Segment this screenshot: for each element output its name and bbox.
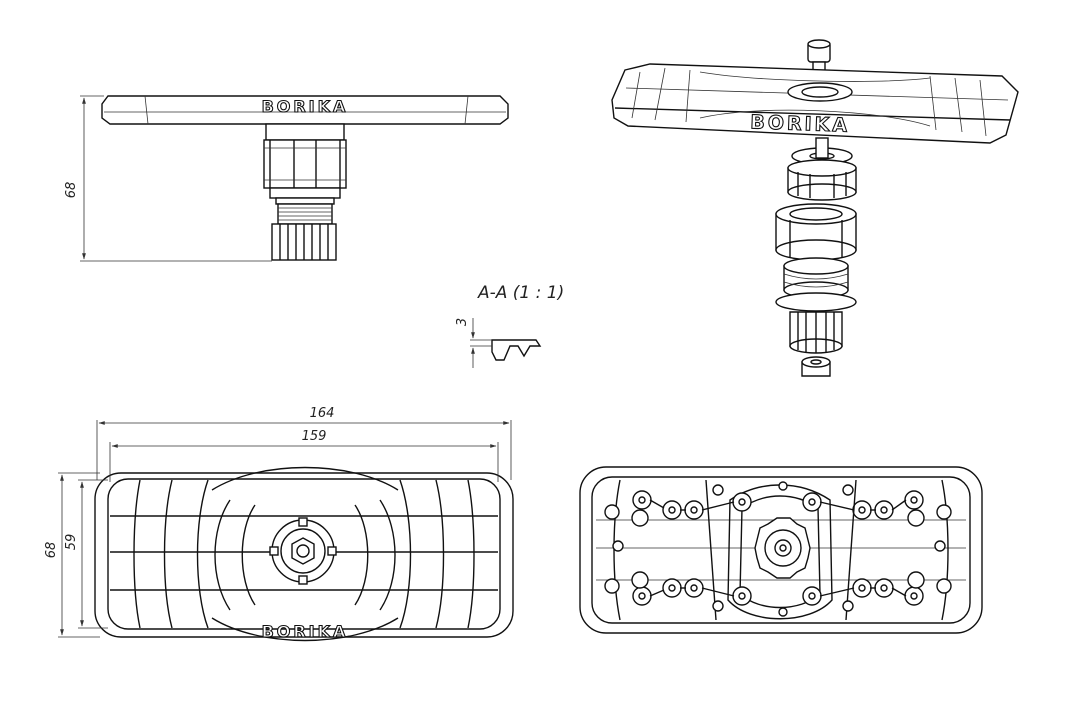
inner-width-dim: 59 bbox=[64, 534, 79, 551]
isometric-exploded-view: BORIKA bbox=[611, 39, 1019, 377]
side-brand-label: BORIKA bbox=[262, 97, 349, 116]
top-brand-label: BORIKA bbox=[262, 622, 349, 641]
top-inner-outline bbox=[107, 478, 501, 630]
section-label: A-A (1 : 1) bbox=[477, 283, 564, 303]
side-nut bbox=[263, 139, 347, 189]
top-hex-nut bbox=[291, 537, 315, 565]
section-thickness-dim: 3 bbox=[455, 318, 470, 326]
side-plate bbox=[101, 95, 509, 125]
top-view: BORIKA 164 159 68 59 bbox=[44, 406, 514, 642]
section-a-a: A-A (1 : 1) 3 bbox=[455, 283, 564, 368]
iso-plate bbox=[611, 63, 1019, 144]
overall-width-dim: 68 bbox=[44, 542, 59, 559]
overall-length-dim: 164 bbox=[310, 406, 335, 421]
iso-plate-boss bbox=[787, 82, 853, 102]
bottom-view bbox=[579, 466, 983, 634]
side-height-dim: 68 bbox=[64, 182, 79, 199]
side-thread bbox=[277, 203, 333, 225]
inner-length-dim: 159 bbox=[302, 429, 327, 444]
section-profile bbox=[491, 339, 542, 361]
side-view: BORIKA 68 bbox=[64, 95, 509, 262]
iso-brand-label: BORIKA bbox=[750, 111, 850, 136]
